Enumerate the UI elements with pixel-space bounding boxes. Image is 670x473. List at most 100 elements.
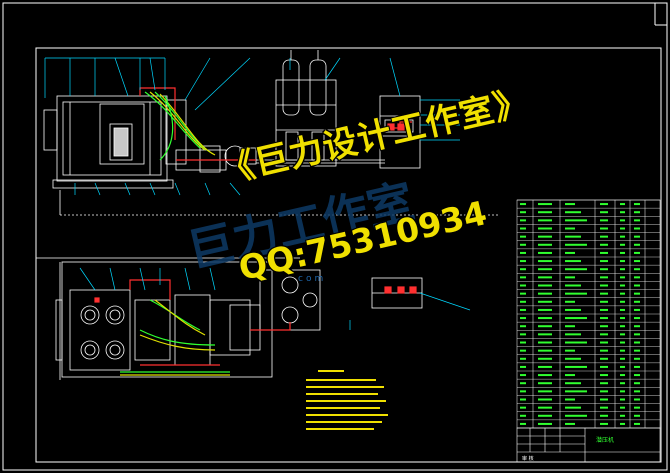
table-cell-mark bbox=[600, 390, 608, 393]
table-cell-mark bbox=[620, 260, 625, 263]
table-cell-mark bbox=[634, 349, 640, 352]
leader-lines-plan bbox=[79, 267, 471, 330]
table-cell-mark bbox=[620, 300, 625, 303]
table-cell-mark bbox=[620, 203, 625, 206]
table-cell-mark bbox=[520, 251, 526, 254]
table-cell-mark bbox=[634, 260, 640, 263]
table-cell-mark bbox=[634, 325, 640, 328]
table-cell-mark bbox=[600, 422, 608, 425]
table-cell-mark bbox=[538, 235, 552, 238]
table-cell-mark bbox=[520, 227, 526, 230]
table-cell-mark bbox=[538, 260, 552, 263]
table-cell-mark bbox=[634, 374, 640, 377]
table-cell-mark bbox=[620, 268, 625, 271]
table-cell-mark bbox=[538, 325, 552, 328]
table-cell-mark bbox=[565, 349, 575, 352]
table-cell-mark bbox=[565, 325, 575, 328]
table-cell-mark bbox=[538, 300, 552, 303]
table-cell-mark bbox=[538, 349, 552, 352]
table-cell-mark bbox=[600, 235, 608, 238]
inner-frame bbox=[35, 47, 662, 463]
table-cell-mark bbox=[634, 235, 640, 238]
table-cell-mark bbox=[520, 317, 526, 320]
table-cell-mark bbox=[538, 414, 552, 417]
table-cell-mark bbox=[600, 292, 608, 295]
table-cell-mark bbox=[565, 219, 587, 222]
table-cell-mark bbox=[600, 203, 608, 206]
table-cell-mark bbox=[620, 243, 625, 246]
table-cell-mark bbox=[565, 235, 581, 238]
table-cell-mark bbox=[565, 276, 575, 279]
table-cell-mark bbox=[565, 203, 575, 206]
table-cell-mark bbox=[565, 382, 581, 385]
table-cell-mark bbox=[565, 390, 587, 393]
table-cell-mark bbox=[620, 251, 625, 254]
table-cell-mark bbox=[538, 398, 552, 401]
table-cell-mark bbox=[520, 260, 526, 263]
table-cell-mark bbox=[620, 219, 625, 222]
table-cell-mark bbox=[538, 374, 552, 377]
table-cell-mark bbox=[520, 219, 526, 222]
table-cell-mark bbox=[520, 365, 526, 368]
table-cell-mark bbox=[600, 398, 608, 401]
table-cell-mark bbox=[538, 211, 552, 214]
table-cell-mark bbox=[620, 414, 625, 417]
table-cell-mark bbox=[538, 382, 552, 385]
table-cell-mark bbox=[520, 382, 526, 385]
table-cell-mark bbox=[634, 357, 640, 360]
table-cell-mark bbox=[634, 365, 640, 368]
table-cell-mark bbox=[620, 422, 625, 425]
table-cell-mark bbox=[538, 219, 552, 222]
table-cell-mark bbox=[520, 203, 526, 206]
table-cell-mark bbox=[600, 227, 608, 230]
table-cell-mark bbox=[600, 300, 608, 303]
table-cell-mark bbox=[600, 260, 608, 263]
table-cell-mark bbox=[538, 317, 552, 320]
table-cell-mark bbox=[565, 341, 587, 344]
table-cell-mark bbox=[565, 308, 581, 311]
table-cell-mark bbox=[538, 243, 552, 246]
table-cell-mark bbox=[538, 390, 552, 393]
technical-notes bbox=[306, 370, 388, 430]
table-cell-mark bbox=[520, 414, 526, 417]
table-cell-mark bbox=[538, 284, 552, 287]
table-cell-mark bbox=[634, 203, 640, 206]
title-block bbox=[516, 427, 661, 463]
table-cell-mark bbox=[634, 317, 640, 320]
table-cell-mark bbox=[620, 398, 625, 401]
table-cell-mark bbox=[634, 341, 640, 344]
table-cell-mark bbox=[520, 374, 526, 377]
table-cell-mark bbox=[600, 268, 608, 271]
table-cell-mark bbox=[620, 374, 625, 377]
table-cell-mark bbox=[620, 325, 625, 328]
table-cell-mark bbox=[565, 357, 581, 360]
table-cell-mark bbox=[634, 398, 640, 401]
table-cell-mark bbox=[538, 333, 552, 336]
table-cell-mark bbox=[634, 284, 640, 287]
table-cell-mark bbox=[634, 406, 640, 409]
table-cell-mark bbox=[634, 382, 640, 385]
table-cell-mark bbox=[538, 251, 552, 254]
plan-view bbox=[36, 257, 423, 380]
table-cell-mark bbox=[600, 333, 608, 336]
table-cell-mark bbox=[520, 300, 526, 303]
table-cell-mark bbox=[538, 308, 552, 311]
table-cell-mark bbox=[634, 300, 640, 303]
table-cell-mark bbox=[565, 406, 581, 409]
table-cell-mark bbox=[565, 284, 581, 287]
table-cell-mark bbox=[520, 211, 526, 214]
table-cell-mark bbox=[538, 292, 552, 295]
table-cell-mark bbox=[565, 227, 575, 230]
table-cell-mark bbox=[600, 406, 608, 409]
table-cell-mark bbox=[520, 333, 526, 336]
table-cell-mark bbox=[634, 308, 640, 311]
red-pipes-plan bbox=[94, 279, 417, 366]
table-cell-mark bbox=[600, 243, 608, 246]
table-cell-mark bbox=[565, 422, 575, 425]
table-cell-mark bbox=[620, 341, 625, 344]
table-cell-mark bbox=[520, 284, 526, 287]
table-cell-mark bbox=[565, 268, 587, 271]
table-cell-mark bbox=[600, 308, 608, 311]
table-cell-mark bbox=[600, 382, 608, 385]
